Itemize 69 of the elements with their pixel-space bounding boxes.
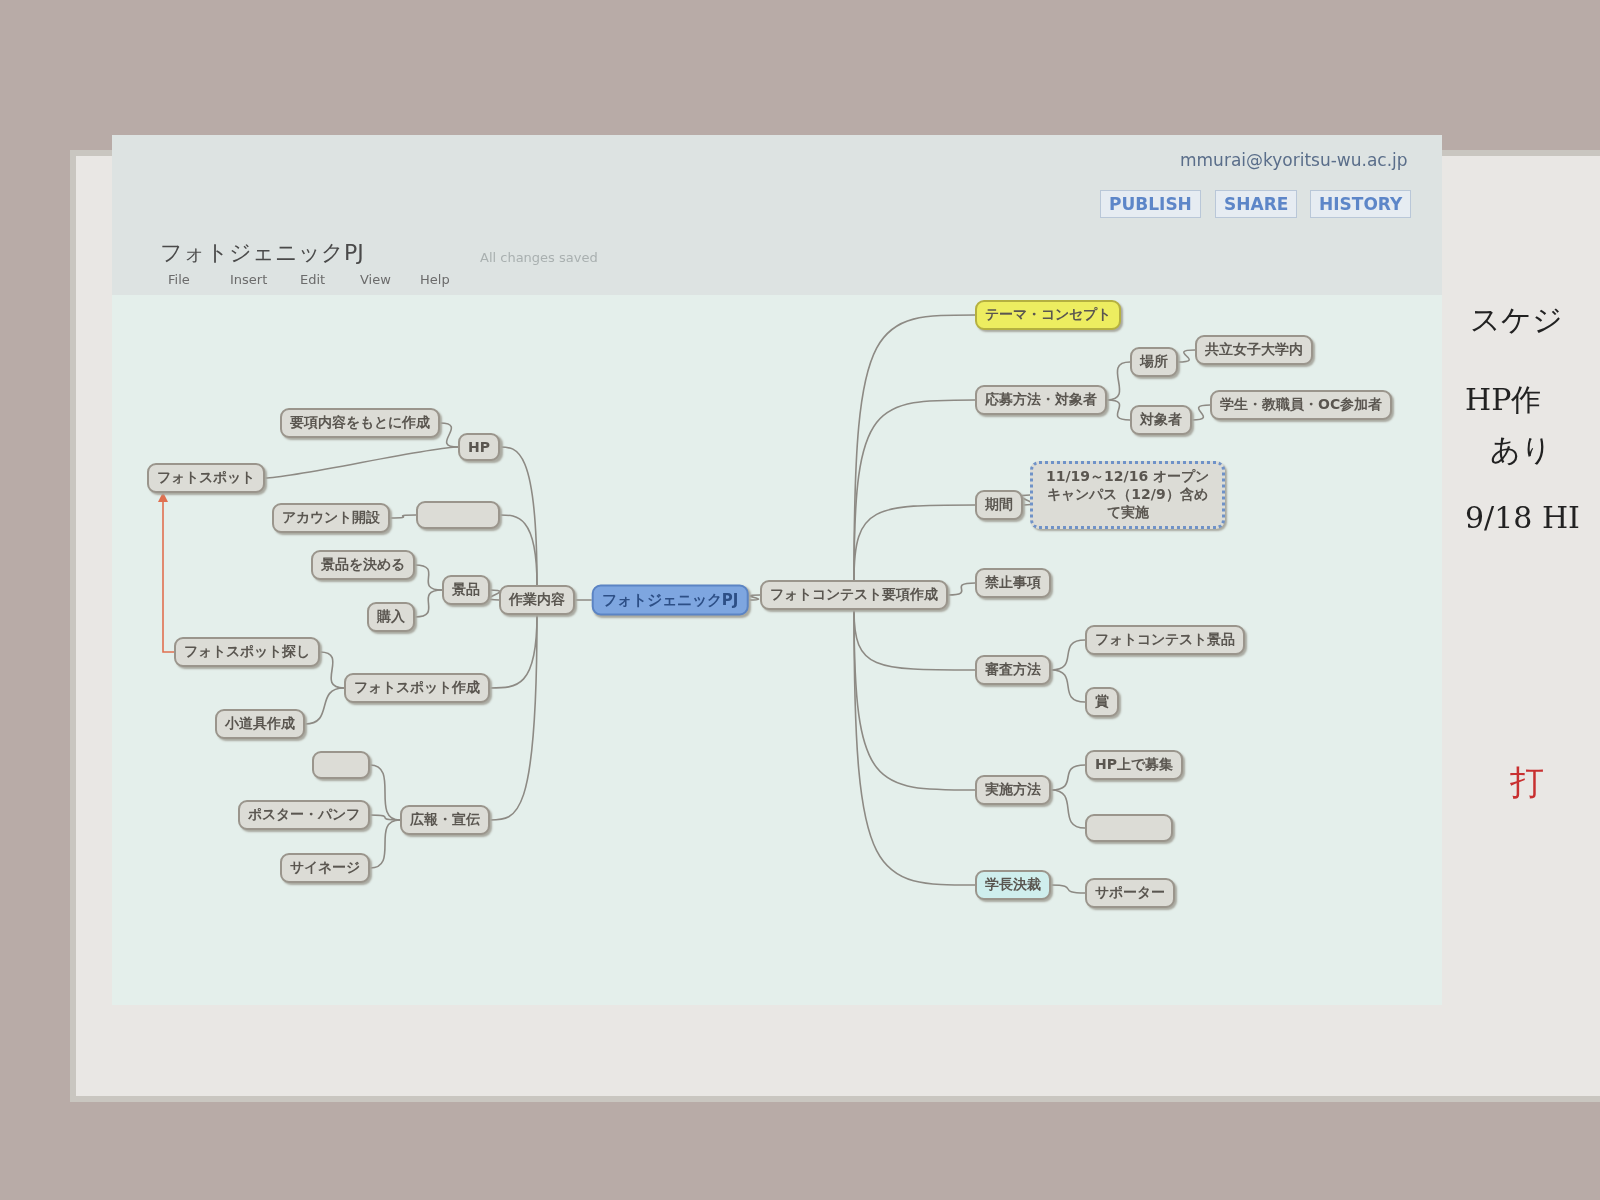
topic-box: 実施方法: [975, 775, 1051, 805]
callout-box: 11/19～12/16 オープンキャンパス（12/9）含めて実施: [1030, 461, 1225, 529]
empty-box: [1085, 814, 1173, 842]
connector-line: [1106, 399, 1131, 421]
topic-box: ポスター・パンフ: [238, 800, 370, 830]
topic-box: 賞: [1085, 687, 1119, 717]
document-title: フォトジェニックPJ: [160, 239, 364, 267]
email-address: mmurai@kyoritsu-wu.ac.jp: [1180, 150, 1408, 170]
topic-box: フォトコンテスト景品: [1085, 625, 1245, 655]
menu-item: Insert: [230, 272, 268, 287]
topic-box: HP上で募集: [1085, 750, 1183, 780]
topic-box: 学長決裁: [975, 870, 1051, 900]
connector-line: [1191, 404, 1211, 421]
share-button: SHARE: [1215, 190, 1298, 218]
topic-box: 広報・宣伝: [400, 805, 490, 835]
connector-line: [1050, 884, 1086, 894]
topic-box: 審査方法: [975, 655, 1051, 685]
topic-box: 学生・教職員・OC参加者: [1210, 390, 1393, 420]
handwritten-note: 9/18 HI: [1465, 500, 1580, 535]
handwritten-note: HP作: [1465, 381, 1542, 419]
menu-item: View: [360, 272, 391, 287]
topic-box: フォトスポット作成: [344, 673, 490, 703]
empty-box: [416, 501, 500, 529]
topic-box: サイネージ: [280, 853, 370, 883]
connector-line: [499, 514, 538, 586]
topic-box: 禁止事項: [975, 568, 1051, 598]
topic-box: 作業内容: [499, 585, 575, 615]
connector-line: [264, 446, 459, 479]
connector-line: [947, 582, 976, 596]
empty-box: [312, 751, 370, 779]
topic-box: アカウント開設: [272, 503, 390, 533]
menu-item: Edit: [300, 272, 326, 287]
topic-box: 対象者: [1130, 405, 1192, 435]
topic-box: 要項内容をもとに作成: [280, 408, 440, 438]
publish-button: PUBLISH: [1100, 190, 1201, 218]
topic-box: 景品を決める: [311, 550, 415, 580]
topic-box: フォトコンテスト要項作成: [760, 580, 948, 610]
handwritten-note: 打: [1510, 761, 1544, 804]
menu-item: Help: [420, 272, 450, 287]
connector-line: [488, 589, 501, 601]
topic-box: テーマ・コンセプト: [975, 300, 1121, 330]
root-topic: フォトジェニックPJ: [591, 584, 749, 616]
topic-box: HP: [458, 433, 500, 461]
connector-line: [414, 589, 443, 618]
topic-box: フォトスポット探し: [174, 637, 320, 667]
handwritten-note: あり: [1490, 431, 1552, 469]
connector-line: [304, 687, 345, 725]
connector-line: [489, 614, 538, 821]
connector-line: [1050, 789, 1086, 829]
connector-line: [574, 599, 593, 601]
handwritten-note: スケジ: [1470, 301, 1563, 339]
topic-box: 応募方法・対象者: [975, 385, 1107, 415]
history-button: HISTORY: [1310, 190, 1412, 218]
topic-box: 購入: [367, 602, 415, 632]
topic-box: 景品: [442, 575, 490, 605]
topic-box: 場所: [1130, 347, 1178, 377]
connector-line: [1050, 669, 1086, 703]
topic-box: サポーター: [1085, 878, 1175, 908]
connector-line: [369, 819, 401, 869]
menu-item: File: [168, 272, 190, 287]
connector-line: [389, 514, 417, 519]
connector-line: [853, 504, 976, 581]
topic-box: 期間: [975, 490, 1023, 520]
topic-box: 共立女子大学内: [1195, 335, 1313, 365]
topic-box: 小道具作成: [215, 709, 305, 739]
topic-box: フォトスポット: [147, 463, 265, 493]
connector-line: [1177, 349, 1196, 363]
arrow: [158, 492, 175, 653]
connector-line: [747, 594, 761, 601]
